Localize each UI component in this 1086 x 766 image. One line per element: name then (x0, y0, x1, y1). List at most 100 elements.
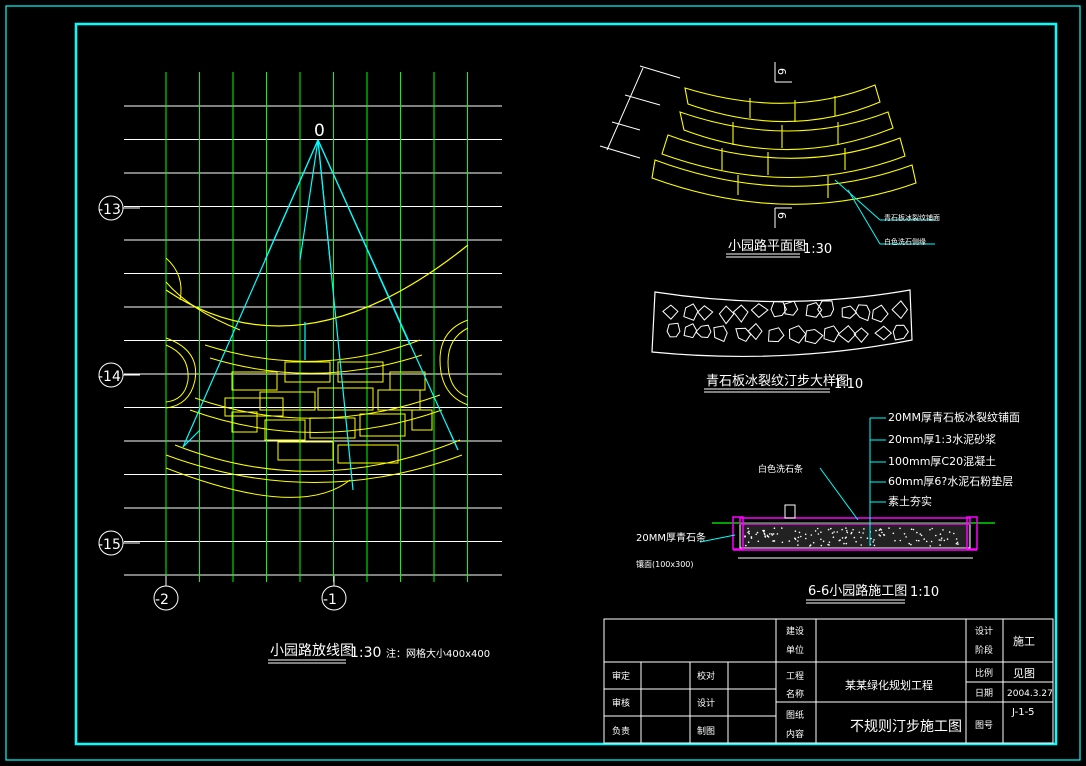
hatch-dot (830, 527, 832, 530)
svg-text:-13: -13 (98, 202, 121, 218)
drawing-name: 不规则汀步施工图 (850, 719, 962, 735)
section-hatch (744, 527, 959, 547)
hatch-dot (747, 531, 749, 534)
svg-text:J-1-5: J-1-5 (1011, 707, 1035, 718)
crack-stone (871, 304, 889, 323)
hatch-dot (955, 538, 958, 540)
plan-view: 6 6 青石板冰裂纹铺面 白色洗石侧缘 小园路平面图 1:30 (599, 62, 940, 258)
detail-title: 青石板冰裂纹汀步大样图 (706, 374, 849, 389)
hatch-dot (827, 528, 830, 531)
crack-stone (874, 325, 893, 341)
svg-text:设计: 设计 (697, 697, 715, 709)
hatch-dot (881, 531, 883, 534)
section-curb-right (966, 516, 978, 550)
section-layer-4: 60mm厚6?水泥石粉垫层 (888, 474, 1013, 488)
plan-view-dimension (599, 65, 681, 159)
hatch-dot (820, 531, 822, 533)
crack-stone (683, 303, 699, 321)
layout-lines (182, 139, 459, 491)
hatch-dot (781, 527, 783, 529)
crack-stone (892, 324, 909, 341)
hatch-dot (894, 539, 896, 542)
plan-view-stones (651, 84, 917, 205)
hatch-dot (875, 529, 877, 532)
svg-text:阶段: 阶段 (975, 644, 993, 656)
svg-text:6: 6 (775, 68, 788, 75)
hatch-dot (797, 544, 799, 546)
plan-view-title: 小园路平面图 (728, 238, 806, 254)
hatch-dot (916, 531, 918, 534)
grid-horizontal-lines (124, 105, 502, 576)
svg-text:-2: -2 (155, 592, 169, 608)
hatch-dot (873, 544, 876, 547)
section-left-label-1: 20MM厚青石条 (636, 531, 706, 544)
hatch-dot (804, 533, 807, 536)
layout-plan-scale: 1:30 (350, 645, 381, 661)
hatch-dot (771, 533, 773, 535)
hatch-dot (745, 544, 747, 547)
svg-text:建设: 建设 (786, 625, 804, 637)
svg-text:日期: 日期 (975, 688, 993, 699)
section-title: 6-6小园路施工图 (808, 583, 907, 599)
inner-frame (74, 22, 1058, 746)
road-outer-edge-2 (165, 281, 241, 331)
hatch-dot (841, 528, 843, 531)
hatch-dot (929, 528, 931, 531)
hatch-dot (948, 531, 951, 533)
hatch-dot (935, 534, 937, 537)
ice-crack-pattern (662, 300, 909, 345)
hatch-dot (892, 532, 895, 535)
hatch-dot (750, 537, 753, 539)
hatch-dot (836, 531, 839, 533)
hatch-dot (750, 536, 753, 538)
hatch-dot (763, 533, 766, 536)
road-band-2 (209, 354, 423, 374)
crack-stone (823, 325, 840, 343)
hatch-dot (942, 529, 944, 531)
hatch-dot (805, 537, 807, 540)
hatch-dot (905, 536, 907, 538)
svg-text:图号: 图号 (975, 720, 993, 731)
hatch-dot (946, 538, 949, 540)
hatch-dot (762, 529, 764, 532)
hatch-dot (860, 536, 862, 539)
hatch-dot (845, 536, 847, 539)
crack-stone (817, 300, 835, 318)
road-band-6 (165, 454, 463, 483)
hatch-dot (863, 528, 865, 530)
hatch-dot (832, 536, 835, 538)
road-band-5 (174, 439, 461, 472)
hatch-dot (781, 541, 784, 544)
hatch-dot (938, 539, 941, 541)
hatch-dot (797, 540, 799, 542)
hatch-dot (797, 536, 800, 539)
hatch-dot (918, 539, 920, 542)
section-left-label-2: 镶面(100x300) (636, 559, 694, 569)
hatch-dot (912, 528, 915, 531)
section-curb-left (732, 516, 744, 550)
crack-stone (718, 305, 735, 325)
hatch-dot (915, 539, 918, 542)
svg-text:设计: 设计 (975, 625, 993, 637)
hatch-dot (845, 542, 848, 545)
layout-plan-title: 小园路放线图 (270, 643, 354, 659)
crack-stone (697, 305, 714, 321)
hatch-dot (763, 529, 765, 532)
hatch-dot (903, 533, 906, 535)
hatch-dot (929, 545, 931, 547)
svg-text:施工: 施工 (1013, 635, 1035, 648)
hatch-dot (953, 532, 955, 535)
crack-stone (891, 300, 909, 320)
hatch-dot (820, 544, 823, 547)
hatch-dot (744, 535, 746, 537)
hatch-dot (899, 539, 902, 542)
hatch-dot (755, 533, 757, 536)
hatch-dot (820, 538, 822, 541)
crack-stone (837, 324, 857, 343)
crack-stone (713, 325, 728, 343)
outer-frame (5, 5, 1081, 761)
hatch-dot (827, 543, 829, 546)
svg-text:-14: -14 (98, 369, 121, 385)
hatch-dot (769, 533, 771, 535)
hatch-dot (841, 537, 844, 539)
